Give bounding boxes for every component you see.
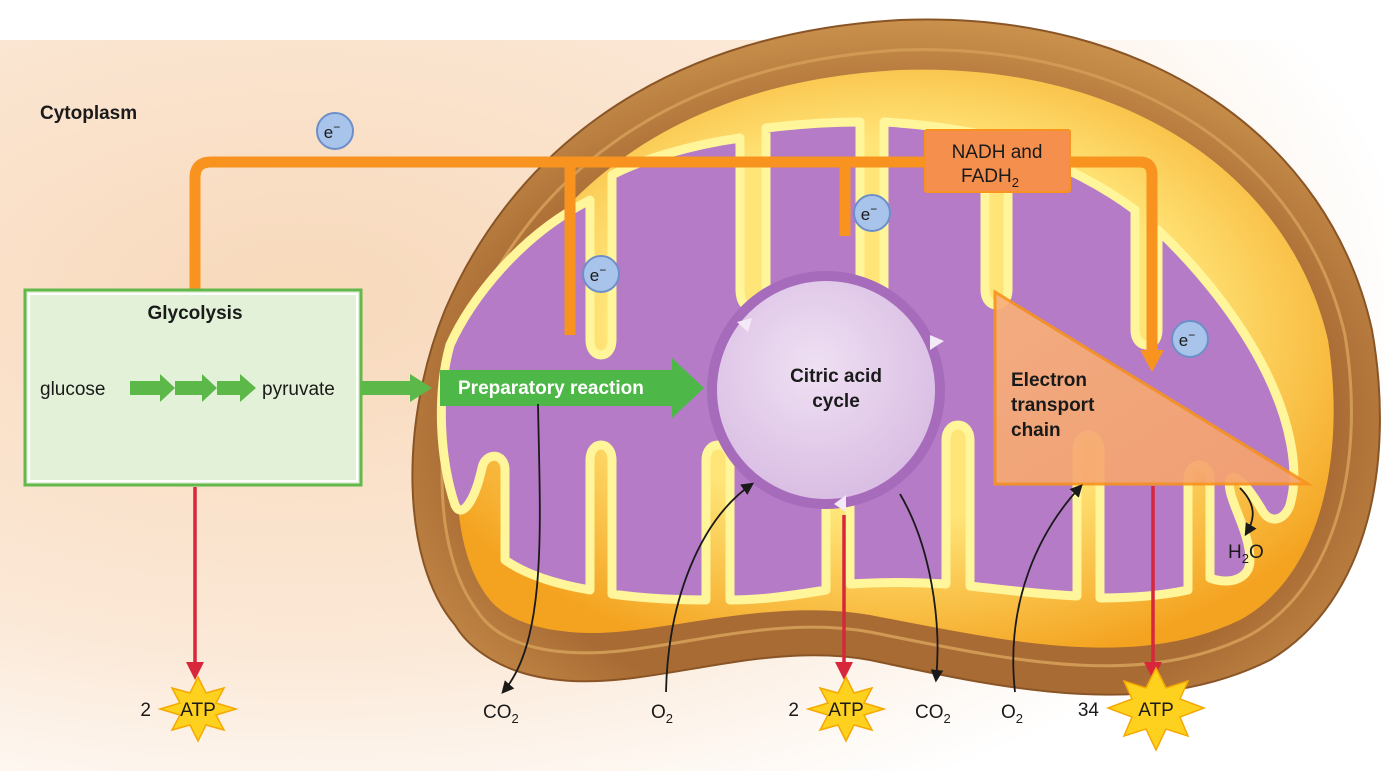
cytoplasm-label: Cytoplasm (40, 103, 137, 124)
svg-text:e−: e− (1179, 328, 1195, 350)
electron-icon-3: e− (853, 194, 891, 232)
o2-label-etc: O2 (1001, 702, 1023, 726)
co2-label-prep: CO2 (483, 702, 519, 726)
etc-label-line2: transport (1011, 395, 1095, 416)
nadh-fadh2-box: NADH and FADH2 (924, 129, 1071, 193)
electron-transport-chain: Electron transport chain (993, 289, 1314, 486)
preparatory-reaction-label: Preparatory reaction (458, 378, 644, 399)
pyruvate-to-prep-arrow (362, 374, 432, 402)
atp-count-glycolysis: 2 (140, 700, 151, 721)
atp-burst-glycolysis: ATP 2 (140, 675, 239, 743)
atp-count-etc: 34 (1078, 700, 1100, 721)
electron-path-arrowhead (1140, 350, 1164, 372)
electron-icon-2: e− (582, 255, 620, 293)
glucose-label: glucose (40, 379, 106, 400)
etc-label-line3: chain (1011, 420, 1061, 441)
atp-arrows (186, 486, 1162, 680)
svg-text:e−: e− (861, 202, 877, 224)
mitochondrion-outer-edge (440, 48, 1353, 668)
electron-icon-1: e− (316, 112, 354, 150)
etc-label-line1: Electron (1011, 370, 1087, 391)
h2o-label: H2O (1228, 542, 1264, 566)
pyruvate-label: pyruvate (262, 379, 335, 400)
citric-acid-cycle: Citric acid cycle (707, 271, 945, 512)
electron-carrier-path (189, 156, 1158, 352)
o2-label-cycle: O2 (651, 702, 673, 726)
co2-label-cycle: CO2 (915, 702, 951, 726)
cycle-label: cycle (812, 391, 860, 412)
atp-burst-electron-transport: ATP 34 (1078, 666, 1207, 752)
atp-count-citric: 2 (788, 700, 799, 721)
atp-label: ATP (828, 700, 864, 721)
glycolysis-title: Glycolysis (147, 303, 242, 324)
gas-exchange-arrows (501, 403, 1257, 694)
svg-text:e−: e− (590, 263, 606, 285)
atp-label: ATP (180, 700, 216, 721)
citric-acid-label: Citric acid (790, 366, 882, 387)
preparatory-reaction-arrow: Preparatory reaction (440, 358, 704, 418)
svg-text:e−: e− (324, 120, 340, 142)
nadh-label: NADH and (952, 142, 1043, 163)
fadh2-label: FADH2 (961, 166, 1019, 190)
atp-label: ATP (1138, 700, 1174, 721)
mitochondrial-matrix (436, 117, 1299, 605)
atp-burst-citric-acid-cycle: ATP 2 (788, 675, 887, 743)
glycolysis-steps-arrows (130, 374, 256, 402)
electron-icon-4: e− (1171, 320, 1209, 358)
